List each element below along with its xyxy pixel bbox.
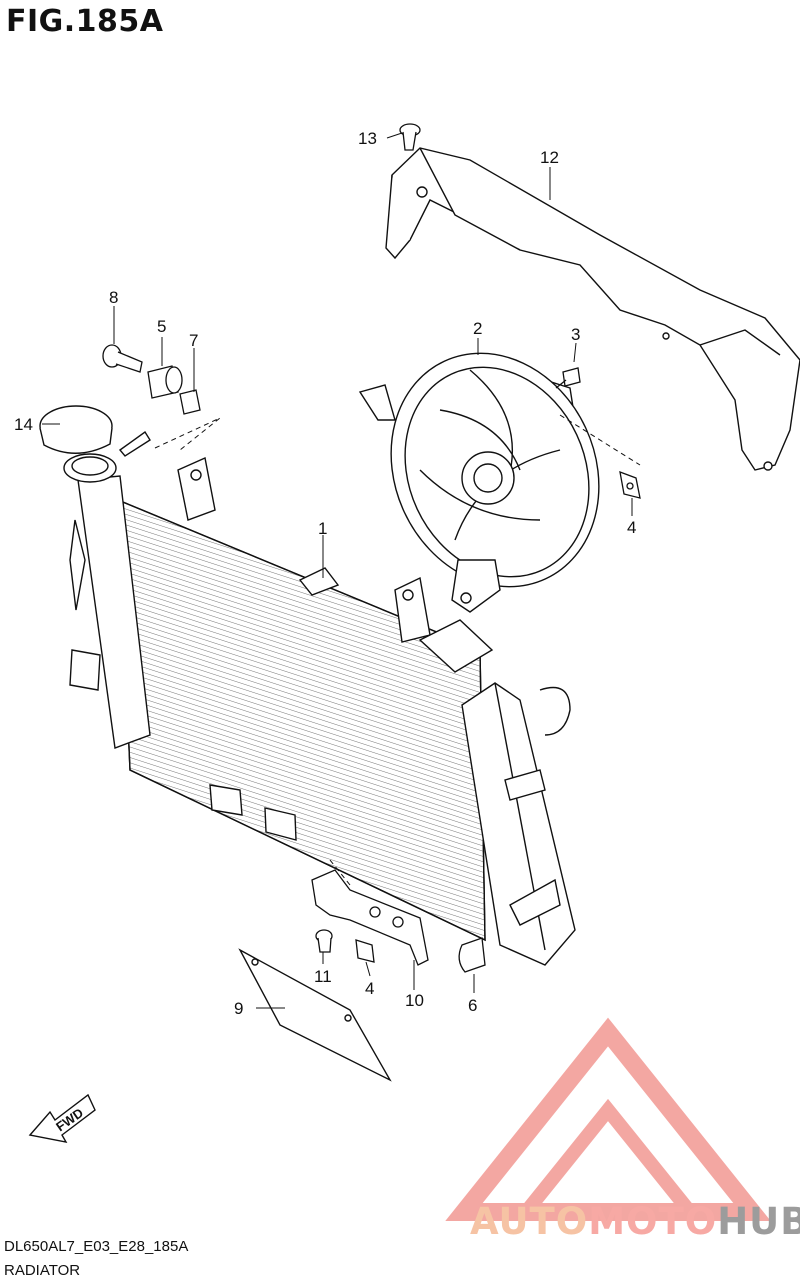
callout-4-upper: 4 <box>627 518 636 537</box>
clip-nut-upper <box>619 470 641 499</box>
figure-title: FIG.185A <box>6 4 164 39</box>
watermark-auto: AUTO <box>470 1200 589 1243</box>
callout-1: 1 <box>318 519 327 538</box>
fan-bolt <box>555 367 581 389</box>
watermark-text: AUTOMOTOHUB <box>470 1200 800 1243</box>
watermark-moto: MOTO <box>588 1200 718 1243</box>
bracket-bolt <box>315 929 333 953</box>
callout-14: 14 <box>14 415 33 434</box>
collar <box>179 389 201 415</box>
clip-fastener <box>399 123 421 151</box>
callout-9: 9 <box>234 999 243 1018</box>
cooling-fan <box>358 352 600 613</box>
clip-nut-lower <box>355 939 375 963</box>
callout-4-lower: 4 <box>365 979 374 998</box>
radiator-cap <box>39 405 113 454</box>
leader-lines <box>42 132 641 1009</box>
watermark-logo <box>445 1017 771 1221</box>
radiator-core <box>63 430 576 966</box>
callout-2: 2 <box>473 319 482 338</box>
guard-plate <box>238 948 392 1082</box>
callout-10: 10 <box>405 991 424 1010</box>
footer-assembly-name: RADIATOR <box>4 1262 81 1279</box>
lower-bracket <box>311 869 429 966</box>
callout-5: 5 <box>157 317 166 336</box>
callout-12: 12 <box>540 148 559 167</box>
callout-13: 13 <box>358 129 377 148</box>
callout-11: 11 <box>314 967 332 986</box>
fwd-arrow: FWD <box>28 1093 96 1143</box>
callout-7: 7 <box>189 331 198 350</box>
watermark-hub: HUB <box>717 1200 800 1243</box>
shroud-cover <box>385 147 800 471</box>
footer-model-code: DL650AL7_E03_E28_185A <box>4 1238 189 1255</box>
rubber-grommet <box>458 937 486 973</box>
callout-8: 8 <box>109 288 118 307</box>
rubber-cushion <box>147 365 183 399</box>
callout-6: 6 <box>468 996 477 1015</box>
callout-3: 3 <box>571 325 580 344</box>
mount-bolt <box>102 344 143 373</box>
